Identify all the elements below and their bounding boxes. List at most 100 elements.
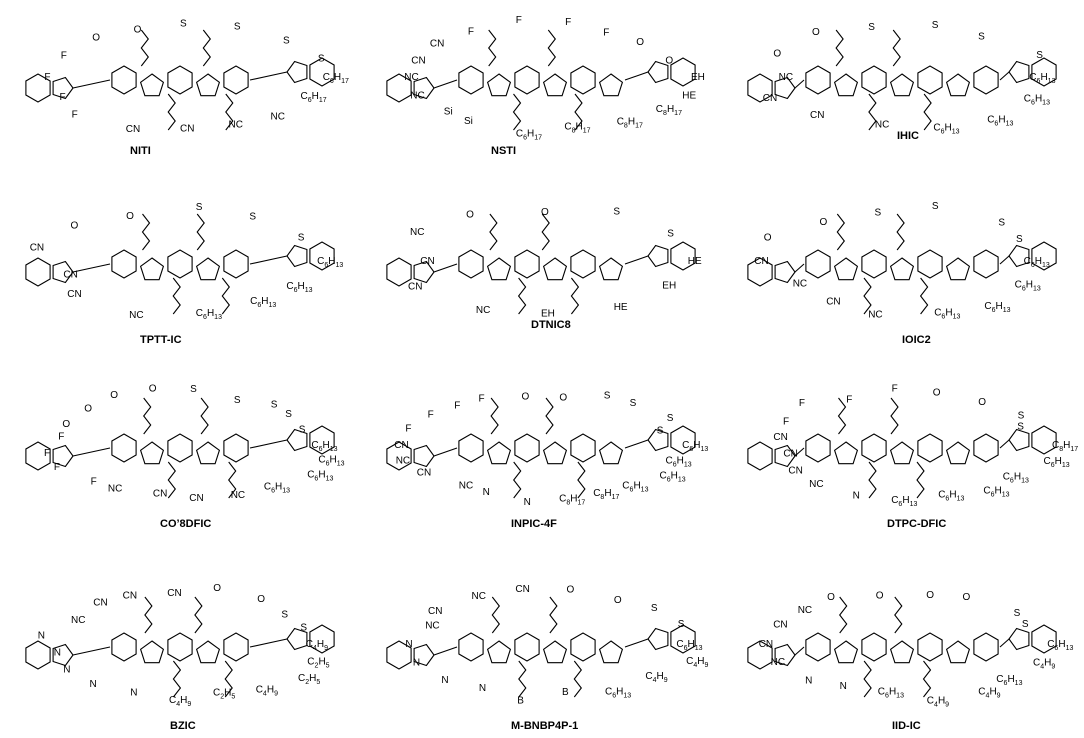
atom-label: C4H9 bbox=[686, 656, 708, 669]
atom-label: NC bbox=[771, 657, 785, 668]
vinyl-bond bbox=[794, 447, 805, 457]
atom-label: C6H13 bbox=[1044, 456, 1070, 469]
pentagon-ring bbox=[195, 441, 221, 465]
side-chain bbox=[896, 213, 905, 251]
end-group-pentagon bbox=[774, 76, 796, 100]
side-chain bbox=[545, 397, 554, 435]
atom-label: O bbox=[665, 55, 673, 66]
atom-label: C6H13 bbox=[196, 308, 222, 321]
atom-label: S bbox=[651, 603, 658, 614]
side-chain bbox=[573, 660, 582, 698]
hexagon-ring bbox=[570, 632, 596, 662]
atom-label: C6H13 bbox=[938, 490, 964, 503]
atom-label: S bbox=[667, 228, 674, 239]
vinyl-bond bbox=[624, 255, 649, 265]
atom-label: C6H13 bbox=[666, 455, 692, 468]
atom-label: O bbox=[559, 392, 567, 403]
atom-label: C6H13 bbox=[605, 686, 631, 699]
atom-label: C6H13 bbox=[1024, 93, 1050, 106]
atom-label: C6H13 bbox=[682, 440, 708, 453]
atom-label: S bbox=[1018, 411, 1025, 422]
pentagon-ring bbox=[833, 640, 859, 664]
atom-label: NC bbox=[231, 490, 245, 501]
pentagon-ring bbox=[542, 73, 568, 97]
atom-label: O bbox=[71, 220, 79, 231]
end-group-ring bbox=[309, 425, 335, 455]
atom-label: F bbox=[799, 398, 805, 409]
atom-label: C6H13 bbox=[891, 495, 917, 508]
vinyl-bond bbox=[72, 447, 111, 457]
atom-label: S bbox=[1016, 234, 1023, 245]
atom-label: CN bbox=[420, 256, 434, 267]
side-chain bbox=[547, 29, 556, 67]
atom-label: NC bbox=[229, 119, 243, 130]
pentagon-ring bbox=[139, 640, 165, 664]
pentagon-ring bbox=[945, 73, 971, 97]
atom-label: N bbox=[63, 664, 70, 675]
atom-label: C4H9 bbox=[978, 687, 1000, 700]
molecule-name: DTNIC8 bbox=[531, 319, 571, 331]
atom-label: O bbox=[541, 207, 549, 218]
pentagon-ring bbox=[945, 640, 971, 664]
atom-label: CN bbox=[189, 493, 203, 504]
pentagon-ring bbox=[542, 640, 568, 664]
atom-label: C6H13 bbox=[996, 674, 1022, 687]
atom-label: CN bbox=[63, 270, 77, 281]
atom-label: CN bbox=[810, 110, 824, 121]
atom-label: O bbox=[466, 210, 474, 221]
hexagon-ring bbox=[514, 65, 540, 95]
end-group-ring bbox=[386, 257, 412, 287]
end-group-pentagon bbox=[413, 643, 435, 667]
end-group-ring bbox=[1031, 624, 1057, 654]
atom-label: S bbox=[868, 22, 875, 33]
atom-label: N bbox=[130, 687, 137, 698]
atom-label: O bbox=[92, 33, 100, 44]
atom-label: C6H13 bbox=[622, 481, 648, 494]
pentagon-ring bbox=[486, 441, 512, 465]
atom-label: C8H17 bbox=[617, 117, 643, 130]
vinyl-bond bbox=[999, 439, 1010, 449]
atom-label: CN bbox=[123, 591, 137, 602]
pentagon-ring bbox=[195, 257, 221, 281]
atom-label: CN bbox=[783, 449, 797, 460]
end-group-ring bbox=[309, 624, 335, 654]
vinyl-bond bbox=[999, 71, 1010, 81]
atom-label: CN bbox=[67, 289, 81, 300]
vinyl-bond bbox=[624, 439, 649, 449]
side-chain bbox=[518, 660, 527, 698]
vinyl-bond bbox=[249, 439, 288, 449]
atom-label: C6H13 bbox=[250, 296, 276, 309]
pentagon-ring bbox=[598, 441, 624, 465]
side-chain bbox=[863, 277, 872, 315]
side-chain bbox=[517, 277, 527, 315]
vinyl-bond bbox=[72, 646, 111, 656]
atom-label: O bbox=[773, 49, 781, 60]
hexagon-ring bbox=[570, 65, 596, 95]
end-group-ring bbox=[1031, 241, 1057, 271]
atom-label: S bbox=[285, 409, 292, 420]
atom-label: CN bbox=[788, 465, 802, 476]
atom-label: C6H17 bbox=[516, 129, 542, 142]
side-chain bbox=[839, 596, 848, 634]
atom-label: S bbox=[978, 32, 985, 43]
side-chain bbox=[196, 213, 205, 251]
side-chain bbox=[140, 29, 149, 67]
atom-label: F bbox=[44, 72, 50, 83]
end-group-pentagon bbox=[774, 643, 796, 667]
side-chain bbox=[541, 213, 550, 251]
atom-label: C2H5 bbox=[307, 657, 329, 670]
atom-label: O bbox=[812, 27, 820, 38]
end-group-ring bbox=[386, 73, 412, 103]
atom-label: O bbox=[126, 211, 134, 222]
end-group-ring bbox=[25, 257, 51, 287]
atom-label: NC bbox=[396, 456, 410, 467]
side-chain bbox=[489, 213, 498, 251]
